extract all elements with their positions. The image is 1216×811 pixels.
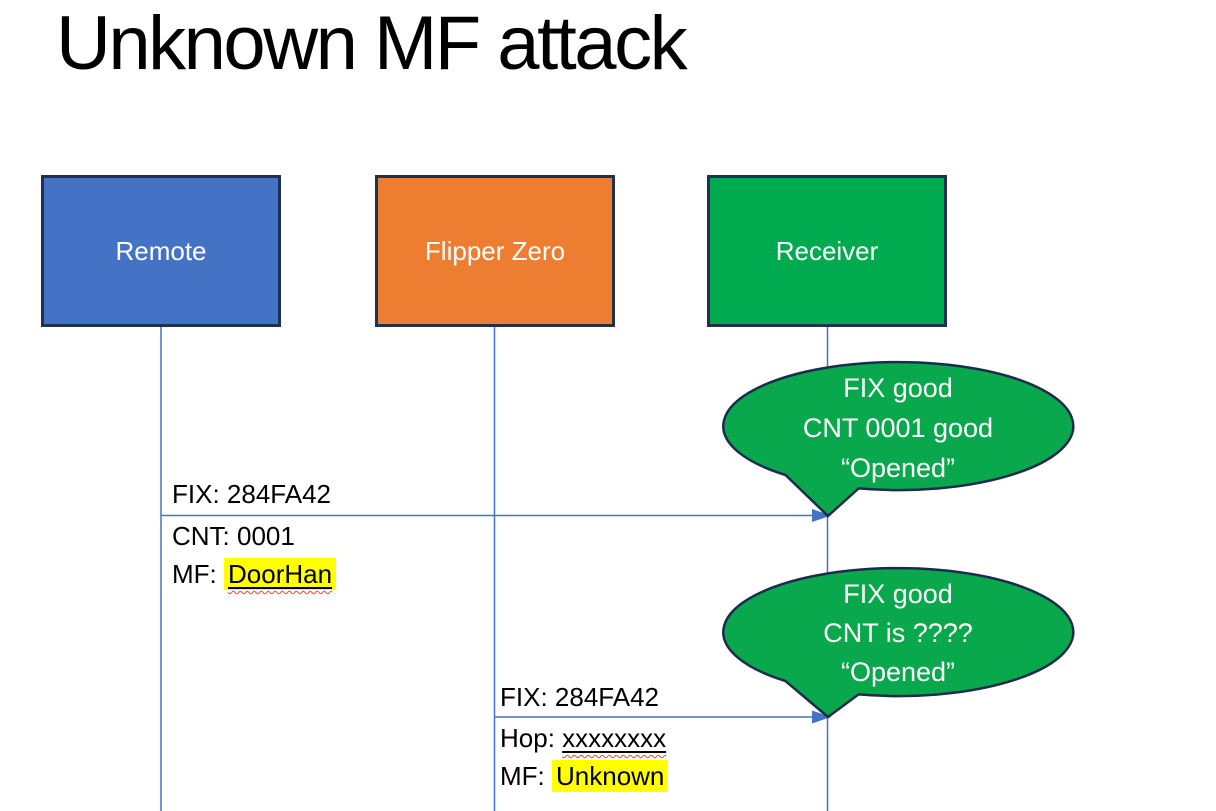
message-1-mf-prefix: MF: (172, 559, 224, 589)
message-2-hop-label: Hop: xxxxxxxx (500, 723, 666, 753)
callout-1-line-3: “Opened” (840, 453, 956, 483)
message-1-mf-value: DoorHan (228, 559, 333, 589)
message-2-mf-label: MF: Unknown (500, 760, 669, 792)
callout-2-line-1: FIX good (843, 579, 953, 609)
callout-2-line-3: “Opened” (840, 657, 956, 687)
message-2-mf-value: Unknown (556, 761, 665, 791)
message-2-hop-value: xxxxxxxx (562, 723, 667, 753)
message-lines (161, 514, 816, 718)
actor-label-remote: Remote (115, 235, 207, 266)
callout-2-line-2: CNT is ???? (823, 618, 973, 648)
arrowheads (812, 509, 831, 724)
message-2-fix-label: FIX: 284FA42 (500, 682, 659, 712)
message-1-mf-label: MF: DoorHan (172, 558, 337, 590)
message-1-mf-highlight: DoorHan (224, 558, 337, 590)
page-title: Unknown MF attack (56, 1, 688, 86)
callout-1-text: FIX good CNT 0001 good “Opened” (723, 368, 1073, 488)
message-2-mf-prefix: MF: (500, 761, 552, 791)
callout-1-line-2: CNT 0001 good (802, 413, 994, 443)
arrowhead-message-2 (812, 710, 831, 724)
actor-box-receiver: Receiver (707, 175, 947, 327)
callout-1-line-1: FIX good (843, 373, 953, 403)
actor-box-flipper-zero: Flipper Zero (375, 175, 615, 327)
actor-label-flipper-zero: Flipper Zero (424, 235, 566, 266)
callout-bubble-2 (722, 566, 1075, 719)
message-2-mf-highlight: Unknown (552, 760, 669, 792)
callout-bubbles (722, 360, 1075, 719)
message-1-cnt-label: CNT: 0001 (172, 521, 295, 551)
actor-label-receiver: Receiver (775, 235, 879, 266)
message-2-hop-prefix: Hop: (500, 723, 563, 753)
message-1-fix-label: FIX: 284FA42 (172, 479, 331, 509)
arrowhead-message-1 (812, 509, 831, 522)
callout-2-text: FIX good CNT is ???? “Opened” (723, 575, 1073, 692)
callout-bubble-1 (722, 360, 1075, 518)
actor-box-remote: Remote (41, 175, 281, 327)
